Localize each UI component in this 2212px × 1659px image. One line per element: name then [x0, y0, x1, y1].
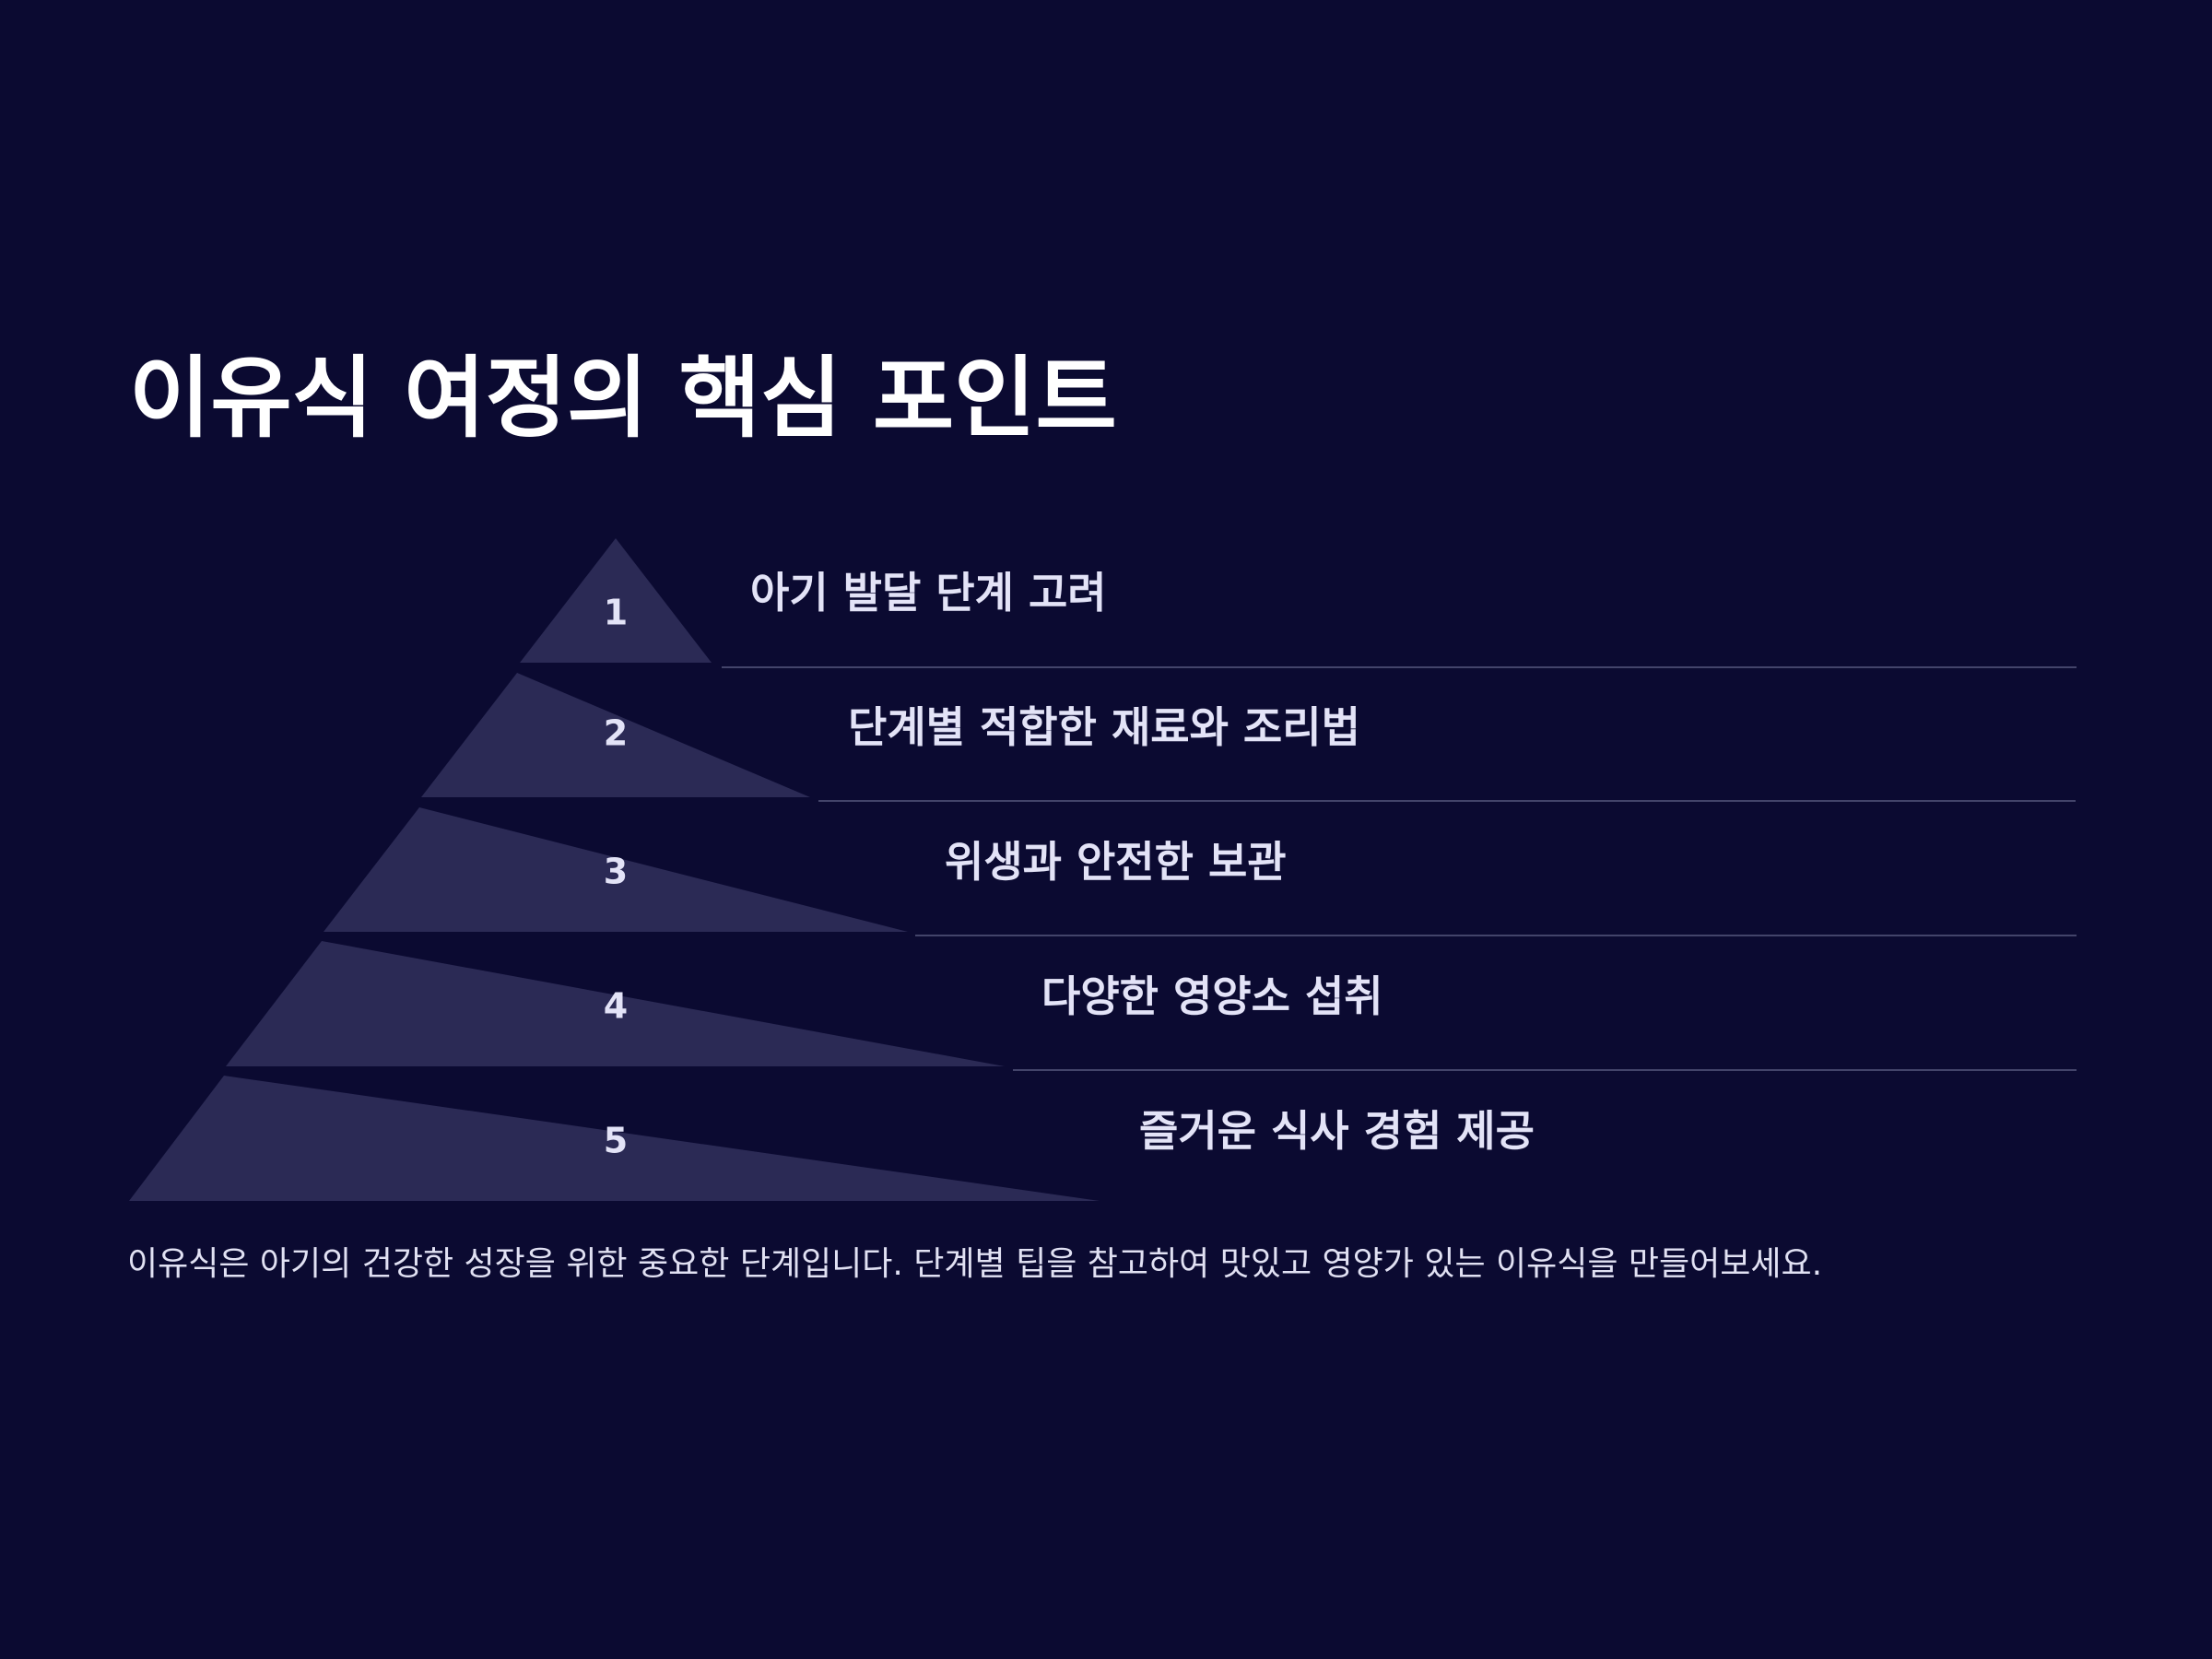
level-number-1: 1: [604, 593, 628, 633]
pyramid-layer-4: [226, 941, 1005, 1066]
level-divider-2: [818, 800, 2076, 802]
level-divider-4: [1013, 1069, 2077, 1071]
slide-title: 이유식 여정의 핵심 포인트: [129, 347, 1117, 450]
level-label-4: 다양한 영양소 섭취: [1041, 971, 1383, 1021]
level-label-2: 단계별 적합한 재료와 조리법: [848, 702, 1360, 752]
level-number-2: 2: [604, 713, 628, 754]
pyramid-layer-5: [129, 1076, 1100, 1201]
level-label-1: 아기 발달 단계 고려: [750, 568, 1107, 618]
pyramid-layer-3: [324, 807, 908, 932]
pyramid-layer-2: [421, 673, 810, 797]
level-label-3: 위생과 안전한 보관: [945, 837, 1287, 887]
level-number-5: 5: [604, 1121, 628, 1161]
level-divider-1: [722, 666, 2077, 668]
pyramid-layer-1: [520, 538, 712, 663]
caption-text: 이유식은 아기의 건강한 성장을 위한 중요한 단계입니다. 단계별 팁을 참고…: [127, 1245, 1823, 1283]
level-number-4: 4: [604, 986, 628, 1027]
level-label-5: 즐거운 식사 경험 제공: [1139, 1106, 1535, 1156]
level-number-3: 3: [604, 852, 628, 892]
level-divider-3: [915, 935, 2077, 936]
